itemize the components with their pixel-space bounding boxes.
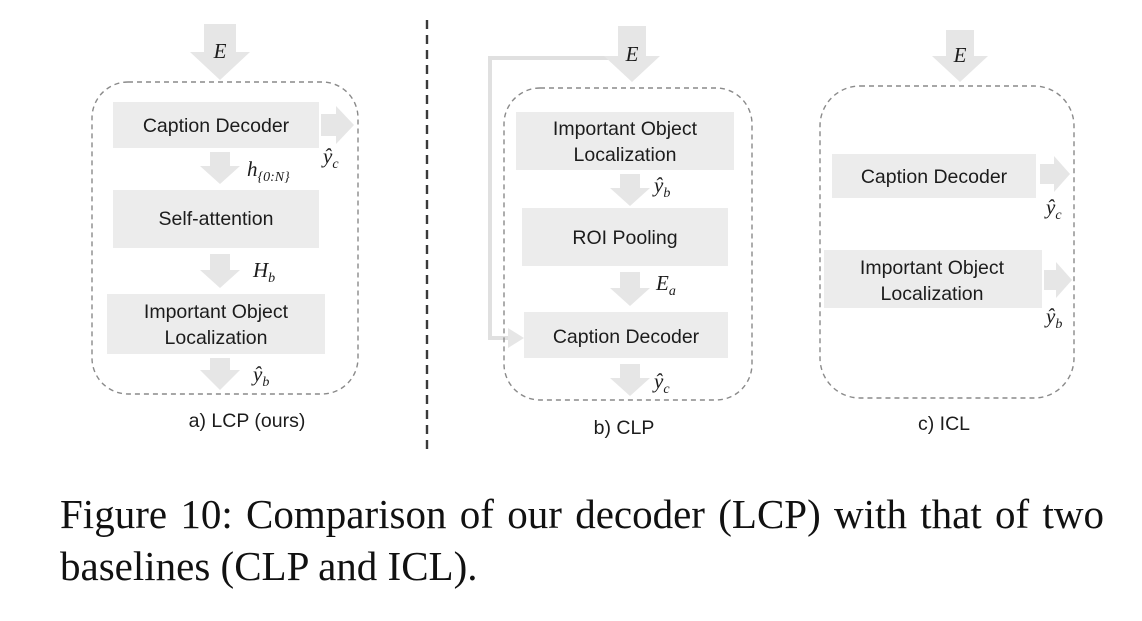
object-localization-label-line1: Important Object	[860, 257, 1005, 279]
localization-output-label: ŷb	[1044, 304, 1062, 332]
object-localization-box	[824, 250, 1042, 308]
panel-caption: b) CLP	[594, 417, 655, 439]
feedback-connector	[488, 56, 614, 340]
roi-pooling-label: ROI Pooling	[572, 227, 677, 249]
caption-decoder-label: Caption Decoder	[553, 326, 700, 348]
localization-output-arrow	[1044, 262, 1072, 298]
caption-output-label: ŷc	[321, 144, 339, 172]
hidden-state-arrow	[200, 152, 240, 184]
caption-decoder-box	[832, 154, 1036, 198]
localization-output-label: ŷb	[652, 173, 670, 201]
caption-output-arrow	[1040, 156, 1070, 192]
caption-output-arrow	[321, 106, 354, 144]
object-localization-label-line2: Localization	[881, 283, 984, 305]
localization-output-arrow	[200, 358, 240, 390]
figure-caption: Figure 10: Comparison of our decoder (LC…	[60, 491, 1104, 589]
panel-caption: a) LCP (ours)	[189, 410, 306, 432]
caption-decoder-label: Caption Decoder	[143, 115, 290, 137]
caption-output-arrow	[610, 364, 650, 396]
object-localization-label-line2: Localization	[165, 327, 268, 349]
hidden-state-label: h{0:N}	[247, 157, 290, 185]
localization-output-label: ŷb	[251, 362, 269, 390]
feedback-arrowhead	[508, 328, 524, 348]
object-localization-box	[516, 112, 734, 170]
object-localization-label-line2: Localization	[574, 144, 677, 166]
roi-output-arrow	[610, 272, 650, 306]
panel-caption: c) ICL	[918, 413, 970, 435]
caption-decoder-box	[524, 312, 728, 358]
panel-clp: E Important Object Localization ŷb ROI P…	[488, 26, 753, 439]
attention-output-arrow	[200, 254, 240, 288]
input-arrow	[604, 26, 660, 82]
dashed-group	[91, 81, 359, 395]
self-attention-label: Self-attention	[159, 208, 274, 230]
panel-icl: E Caption Decoder ŷc Important Object Lo…	[819, 30, 1075, 435]
object-localization-label-line1: Important Object	[144, 301, 289, 323]
caption-output-label: ŷc	[652, 369, 670, 397]
dashed-group	[503, 87, 753, 401]
roi-output-label: Ea	[655, 271, 676, 299]
caption-decoder-box	[113, 102, 319, 148]
input-arrow	[190, 24, 250, 80]
localization-output-arrow	[610, 174, 650, 206]
roi-pooling-box	[522, 208, 728, 266]
panel-lcp: E Caption Decoder ŷc h{0:N} Self-attenti…	[91, 24, 359, 432]
input-label: E	[953, 43, 967, 67]
input-label: E	[625, 42, 639, 66]
object-localization-box	[107, 294, 325, 354]
caption-output-label: ŷc	[1044, 195, 1062, 223]
self-attention-box	[113, 190, 319, 248]
input-label: E	[213, 39, 227, 63]
caption-decoder-label: Caption Decoder	[861, 166, 1008, 188]
diagram: E Caption Decoder ŷc h{0:N} Self-attenti…	[91, 20, 1075, 450]
object-localization-label-line1: Important Object	[553, 118, 698, 140]
input-arrow	[932, 30, 988, 82]
dashed-group	[819, 85, 1075, 399]
attention-output-label: Hb	[252, 258, 275, 286]
